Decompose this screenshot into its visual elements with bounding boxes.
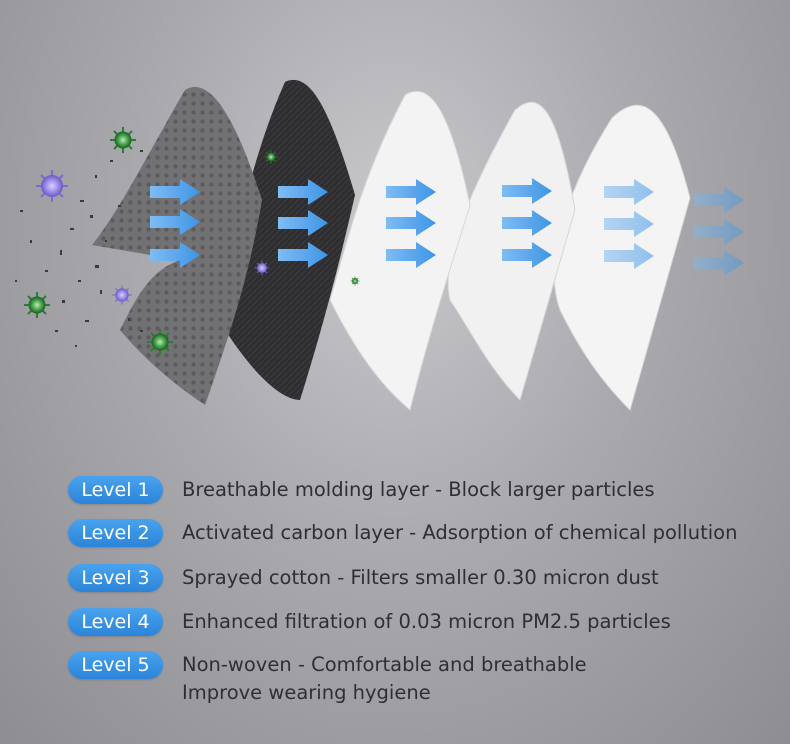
arrow-right-icon	[694, 187, 744, 213]
level-description-line-2: Improve wearing hygiene	[182, 681, 431, 704]
arrow-right-icon	[694, 219, 744, 245]
level-description: Activated carbon layer - Adsorption of c…	[182, 521, 738, 544]
virus-icon	[111, 284, 133, 306]
level-badge: Level 5	[68, 651, 163, 679]
level-description: Breathable molding layer - Block larger …	[182, 478, 655, 501]
level-row-1: Level 1 Breathable molding layer - Block…	[68, 476, 655, 504]
level-description: Enhanced filtration of 0.03 micron PM2.5…	[182, 610, 671, 633]
level-row-2: Level 2 Activated carbon layer - Adsorpt…	[68, 519, 737, 547]
filter-layers-illustration	[15, 79, 744, 411]
level-row-5: Level 5 Non-woven - Comfortable and brea…	[68, 651, 587, 707]
level-badge: Level 3	[68, 564, 163, 592]
virus-icon	[23, 291, 51, 319]
level-row-3: Level 3 Sprayed cotton - Filters smaller…	[68, 564, 659, 592]
level-row-4: Level 4 Enhanced filtration of 0.03 micr…	[68, 608, 671, 636]
virus-icon	[35, 169, 69, 203]
level-badge: Level 4	[68, 608, 163, 636]
dust-particles	[15, 150, 143, 347]
level-description: Non-woven - Comfortable and breathable	[182, 653, 587, 676]
level-description-multiline: Non-woven - Comfortable and breathable I…	[182, 651, 587, 707]
virus-icon	[109, 126, 137, 154]
layer-1-grey-fabric	[92, 87, 262, 405]
level-badge: Level 2	[68, 519, 163, 547]
level-badge: Level 1	[68, 476, 163, 504]
arrow-right-icon	[694, 250, 744, 276]
layer-2-carbon-fabric	[222, 79, 355, 400]
level-description: Sprayed cotton - Filters smaller 0.30 mi…	[182, 566, 659, 589]
